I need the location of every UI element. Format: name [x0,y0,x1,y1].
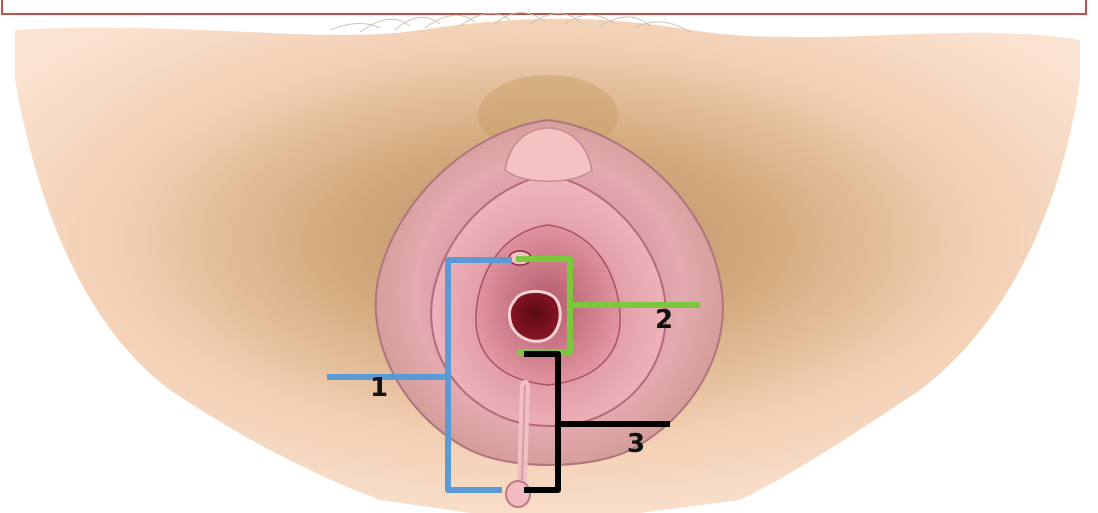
anus [506,481,530,507]
label-2: 2 [655,305,673,335]
label-3: 3 [627,429,645,459]
vaginal-opening [509,291,560,341]
label-1: 1 [370,373,388,403]
